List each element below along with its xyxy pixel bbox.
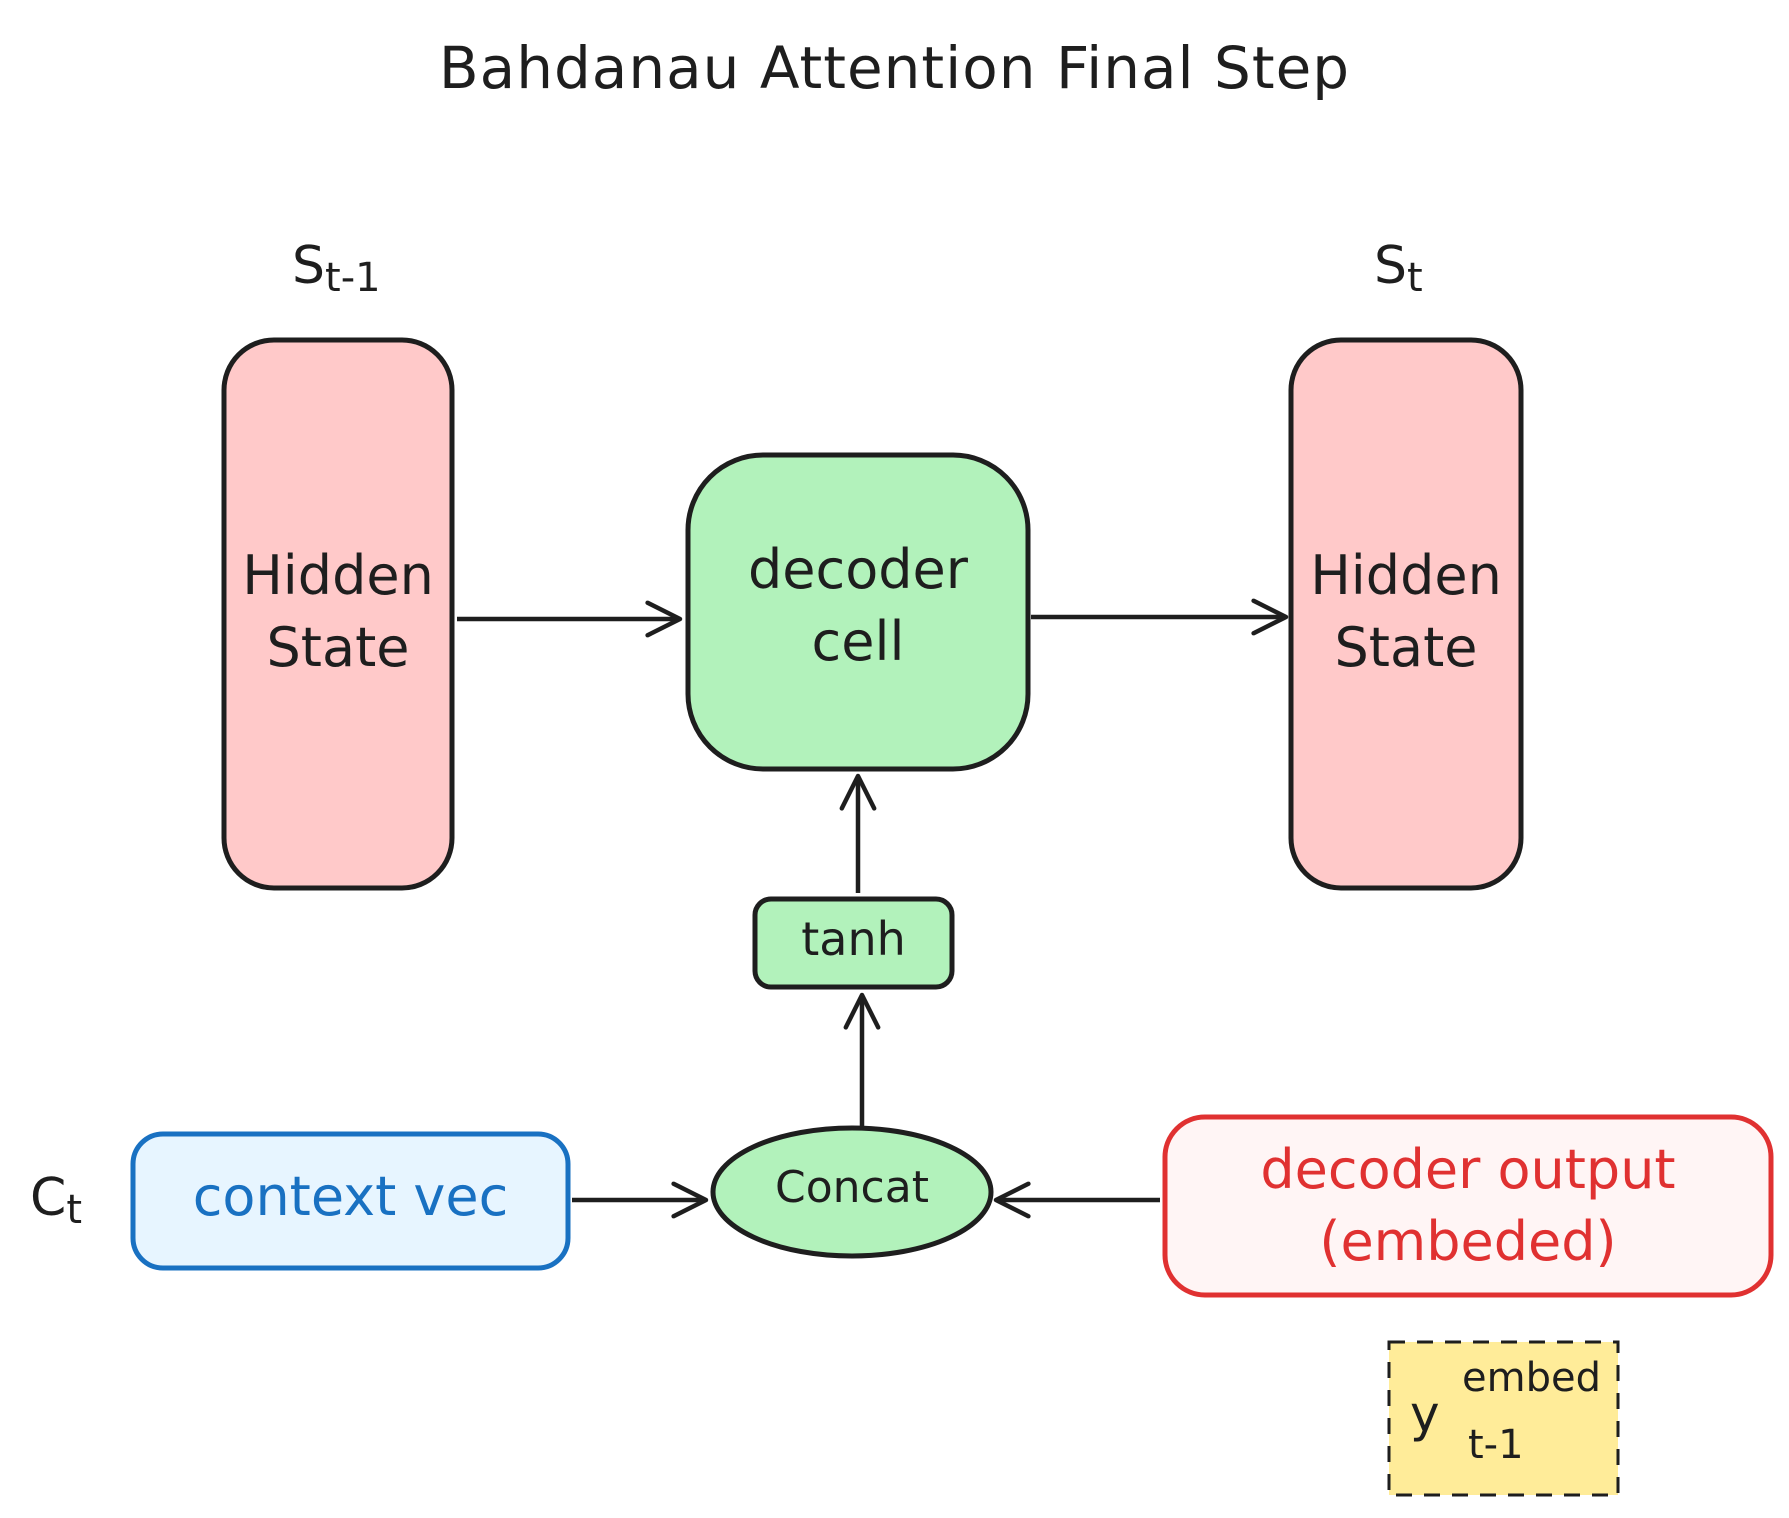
context-vector-label: context vec: [192, 1165, 509, 1228]
next-hidden-line1: Hidden: [1310, 544, 1502, 607]
decoder-cell-line2: cell: [811, 610, 905, 673]
prev-hidden-state-box: [221, 337, 455, 891]
context-symbol-letter: C: [30, 1168, 67, 1228]
decoder-output-line2: (embeded): [1319, 1210, 1617, 1273]
next-hidden-state-label: Hidden State: [1291, 540, 1521, 684]
next-hidden-line2: State: [1334, 616, 1478, 679]
next-hidden-state-box: [1288, 337, 1524, 891]
context-subscript: t: [66, 1187, 82, 1233]
context-symbol: Ct: [30, 1168, 82, 1233]
next-state-subscript: t: [1407, 255, 1423, 301]
embed-note-superscript: embed: [1462, 1355, 1601, 1401]
context-vector-box: [130, 1131, 571, 1271]
decoder-output-box: [1162, 1114, 1774, 1298]
embed-note-box: [1387, 1340, 1620, 1497]
next-state-symbol-letter: S: [1374, 236, 1408, 296]
prev-state-subscript: t-1: [325, 255, 381, 301]
decoder-output-label: decoder output (embeded): [1165, 1134, 1771, 1278]
tanh-label: tanh: [801, 912, 906, 966]
embed-note-symbol: y: [1410, 1385, 1440, 1443]
prev-hidden-line1: Hidden: [242, 544, 434, 607]
concat-label: Concat: [775, 1162, 929, 1213]
prev-state-symbol: St-1: [292, 236, 381, 301]
decoder-cell-line1: decoder: [748, 538, 968, 601]
prev-state-symbol-letter: S: [292, 236, 326, 296]
decoder-cell-label: decoder cell: [688, 534, 1028, 678]
diagram-title: Bahdanau Attention Final Step: [438, 34, 1351, 102]
next-state-symbol: St: [1374, 236, 1423, 301]
tanh-box: [752, 896, 955, 990]
decoder-cell-box: [685, 452, 1031, 772]
decoder-output-line1: decoder output: [1260, 1138, 1676, 1201]
embed-note-subscript: t-1: [1468, 1422, 1524, 1468]
prev-hidden-line2: State: [266, 616, 410, 679]
prev-hidden-state-label: Hidden State: [224, 540, 452, 684]
concat-ellipse: [710, 1125, 994, 1259]
